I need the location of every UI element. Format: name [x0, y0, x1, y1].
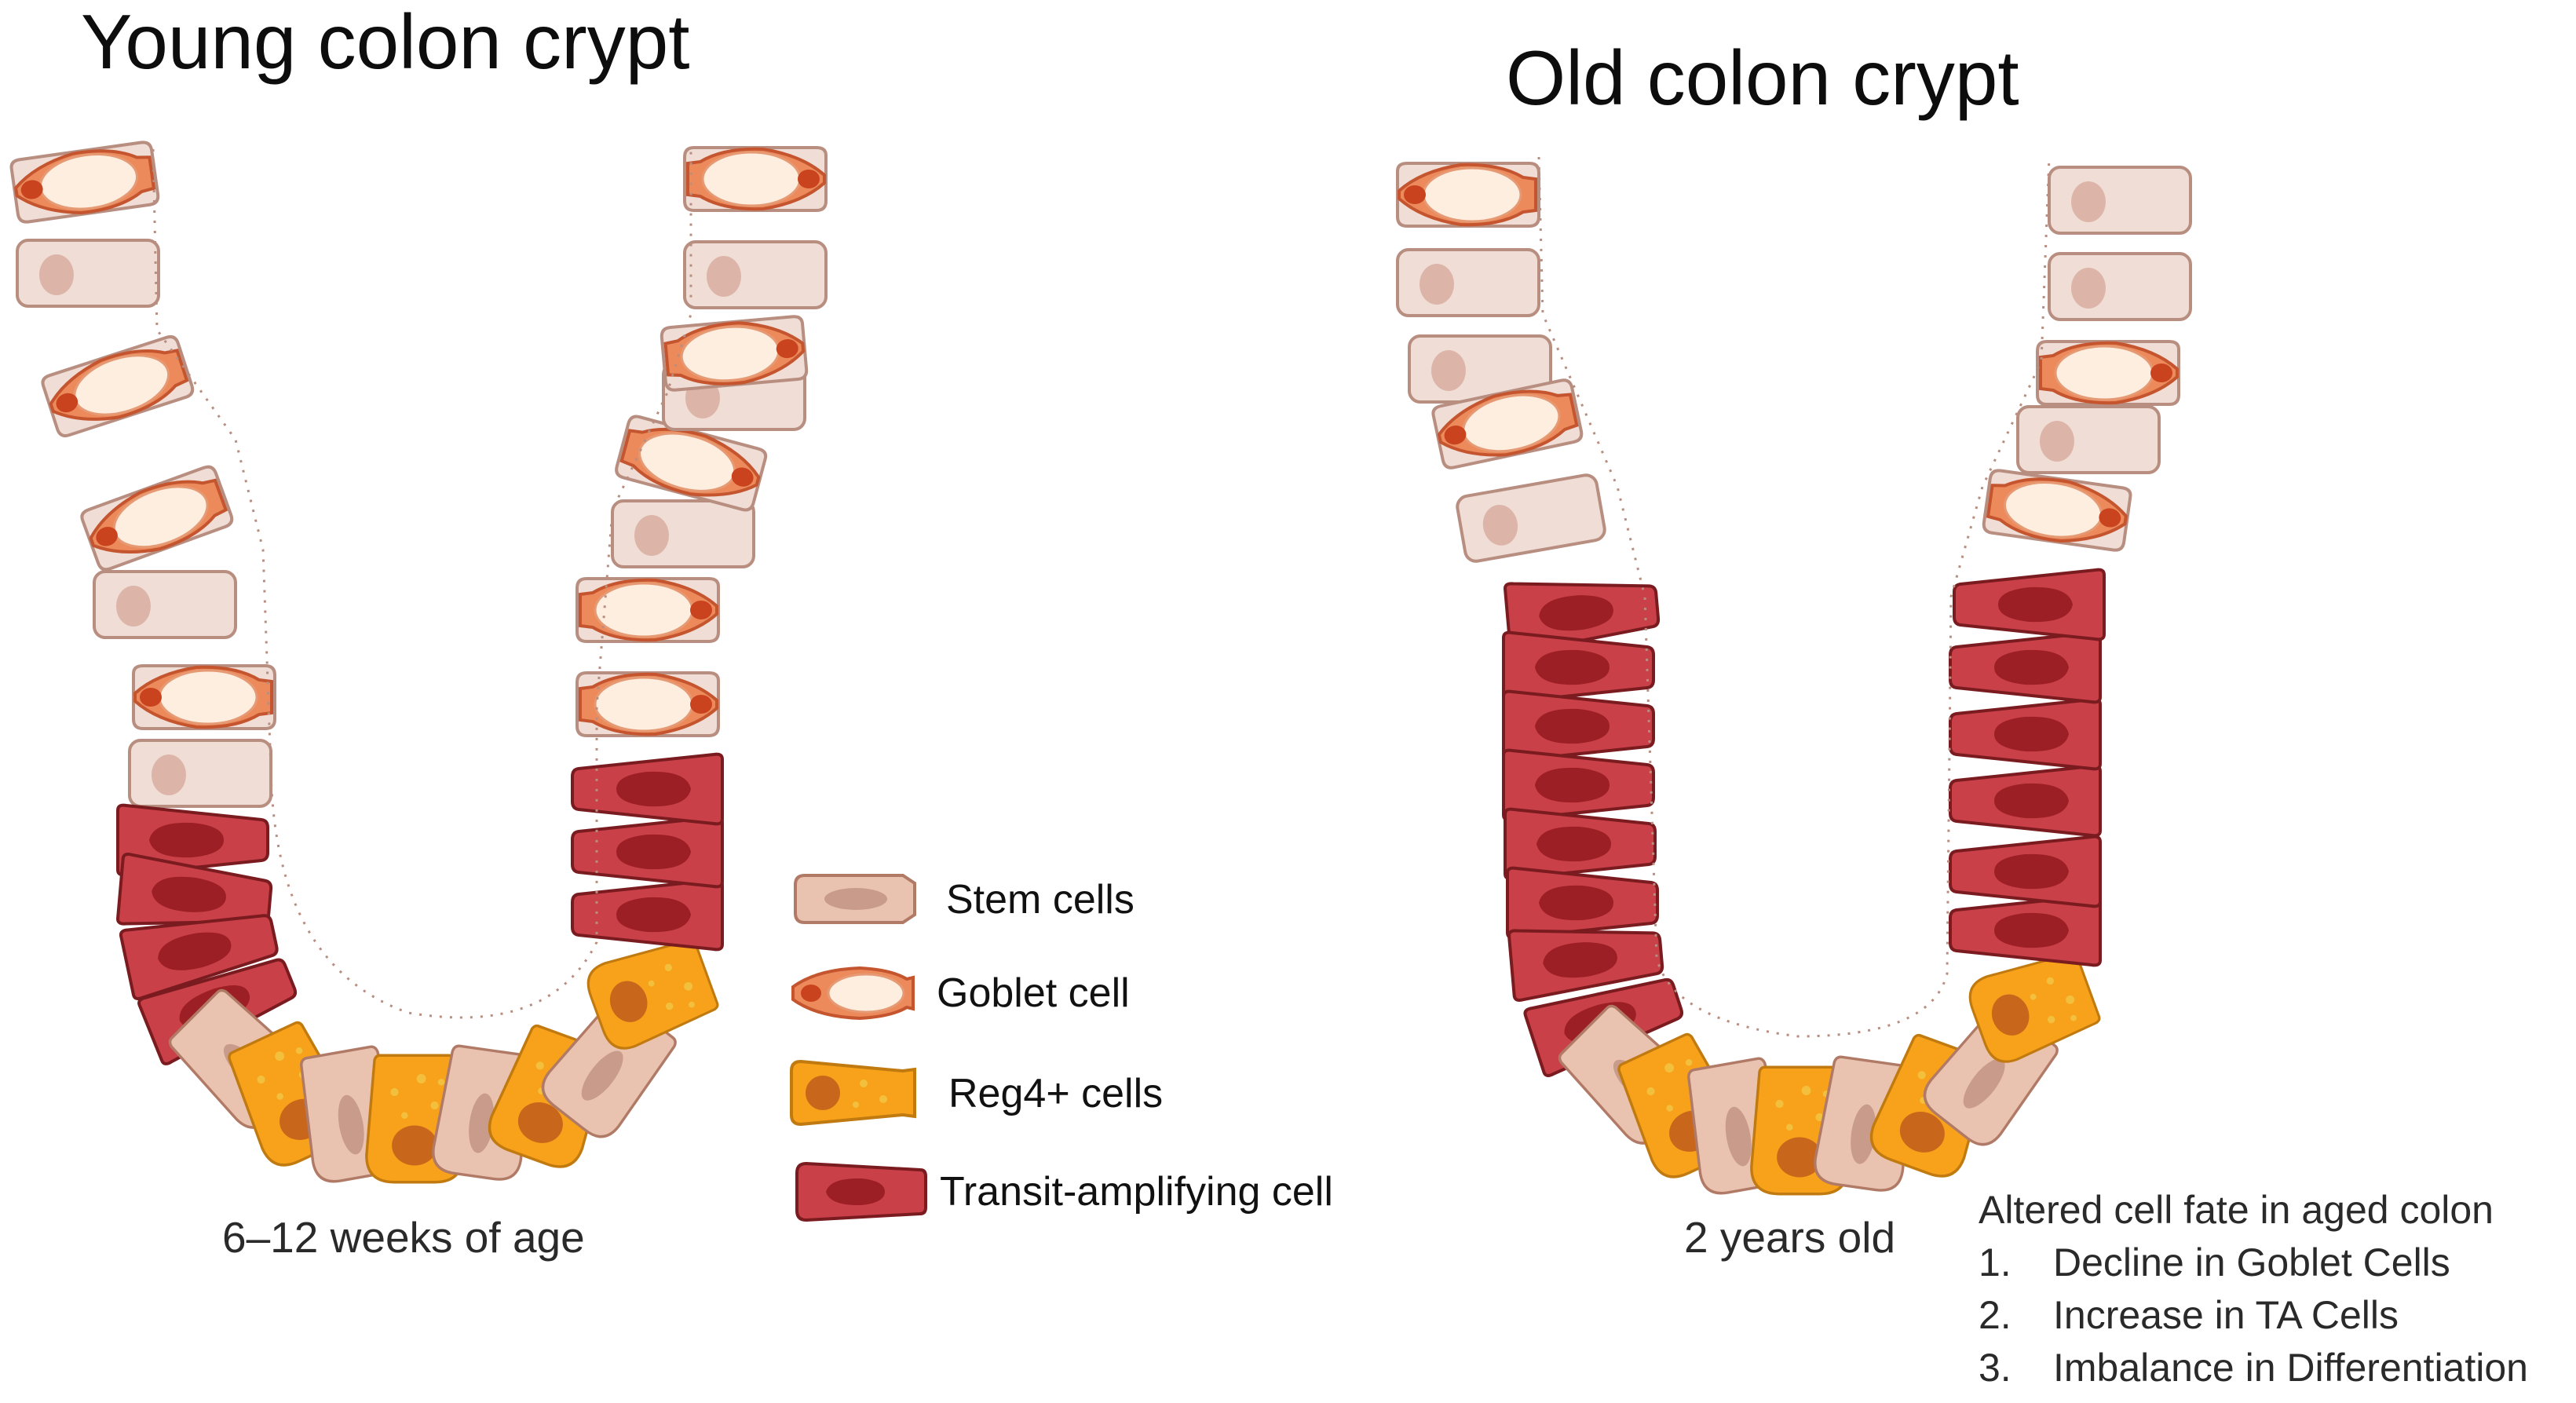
goblet-cell — [1396, 162, 1540, 228]
notes-heading: Altered cell fate in aged colon — [1979, 1188, 2494, 1232]
note-text: Decline in Goblet Cells — [2053, 1240, 2450, 1284]
legend-item-ta: Transit-amplifying cell — [795, 1161, 1333, 1222]
ta-cell — [1949, 835, 2102, 908]
goblet-cell — [659, 314, 809, 393]
ta-cell — [571, 815, 724, 889]
goblet-cell-icon — [791, 966, 915, 1021]
goblet-cell — [78, 462, 236, 574]
goblet-cell — [1981, 467, 2133, 554]
legend-label: Stem cells — [946, 877, 1135, 923]
goblet-cell — [683, 146, 828, 212]
epithelial-cell — [128, 739, 272, 808]
legend-item-reg4: Reg4+ cells — [790, 1059, 1163, 1127]
note-text: Increase in TA Cells — [2053, 1293, 2399, 1337]
epithelial-cell — [2016, 405, 2161, 474]
young-crypt — [9, 139, 828, 1186]
note-number: 2. — [1979, 1293, 2011, 1337]
epithelial-cell — [2048, 166, 2192, 235]
note-number: 3. — [1979, 1346, 2011, 1390]
epithelial-cell — [93, 570, 237, 639]
reg4-cell-icon — [790, 1059, 916, 1127]
legend-item-goblet: Goblet cell — [791, 966, 1130, 1021]
epithelial-cell — [1396, 248, 1540, 317]
epithelial-cell — [16, 239, 160, 308]
ta-cell — [1949, 697, 2102, 771]
stem-cell-icon — [794, 874, 916, 924]
young-panel-title: Young colon crypt — [81, 0, 689, 85]
goblet-cell — [9, 139, 161, 225]
old-panel-title: Old colon crypt — [1506, 35, 2019, 121]
legend-label: Reg4+ cells — [948, 1071, 1163, 1116]
ta-cell — [1949, 630, 2102, 704]
legend-item-stem: Stem cells — [794, 874, 1135, 924]
goblet-cell — [2036, 340, 2180, 406]
note-text: Imbalance in Differentiation — [2053, 1346, 2528, 1390]
young-age-caption: 6–12 weeks of age — [222, 1213, 585, 1262]
legend-label: Transit-amplifying cell — [940, 1169, 1333, 1215]
epithelial-cell — [683, 240, 828, 309]
legend-label: Goblet cell — [937, 970, 1130, 1016]
old-crypt — [1396, 156, 2192, 1198]
microvilli — [1537, 156, 2051, 1038]
aging-notes: Altered cell fate in aged colon 1. Decli… — [1979, 1188, 2528, 1390]
ta-cell — [1949, 764, 2102, 838]
ta-cell — [1953, 568, 2106, 641]
epithelial-cell — [1454, 472, 1608, 564]
ta-cell — [571, 878, 724, 952]
ta-cell-icon — [795, 1161, 927, 1222]
goblet-cell — [575, 671, 720, 737]
legend: Stem cells Goblet cell Reg4+ cells — [790, 874, 1333, 1222]
goblet-cell — [575, 577, 720, 643]
goblet-cell — [132, 664, 276, 730]
note-number: 1. — [1979, 1240, 2011, 1284]
ta-cell — [1506, 866, 1659, 940]
ta-cell — [571, 752, 724, 826]
epithelial-cell — [611, 499, 755, 568]
old-age-caption: 2 years old — [1684, 1213, 1895, 1262]
epithelial-cell — [2048, 252, 2192, 321]
